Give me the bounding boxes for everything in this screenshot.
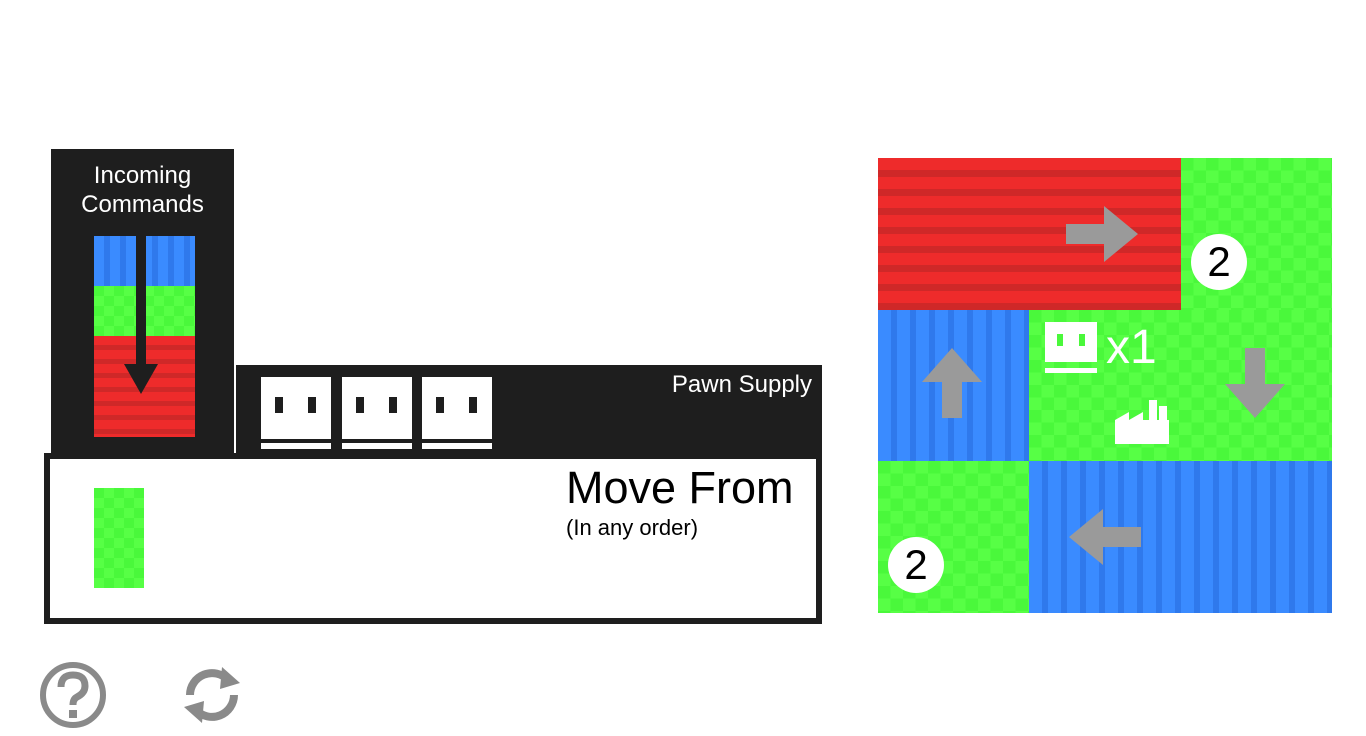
board-tile-blue[interactable] (878, 310, 1029, 461)
incoming-commands-title: Incoming Commands (51, 161, 234, 219)
move-from-title: Move From (566, 462, 794, 513)
move-card-green[interactable] (94, 488, 144, 588)
incoming-title-line1: Incoming (93, 162, 192, 189)
pawn-icon[interactable] (342, 377, 412, 449)
arrow-up-icon (922, 348, 982, 418)
board-tile-green[interactable]: 2 (878, 461, 1029, 613)
arrow-right-icon (1066, 206, 1138, 262)
board-tile-green-center[interactable]: x1 (1029, 310, 1332, 461)
arrow-left-icon (1069, 509, 1141, 565)
factory-icon (1115, 400, 1169, 444)
queue-down-arrow-icon (124, 236, 158, 394)
pawn-icon[interactable] (422, 377, 492, 449)
pawn-supply-label: Pawn Supply (671, 371, 812, 398)
count-badge: 2 (888, 537, 944, 593)
help-icon[interactable] (39, 661, 107, 729)
board-tile-red[interactable] (878, 158, 1181, 310)
command-queue (94, 236, 195, 437)
reset-icon[interactable] (178, 661, 246, 729)
move-from-subtitle: (In any order) (566, 515, 699, 540)
game-board: 2 x1 2 (878, 158, 1332, 613)
count-badge: 2 (1191, 234, 1247, 290)
pawn-icon[interactable] (261, 377, 331, 449)
incoming-title-line2: Commands (81, 191, 204, 218)
pawn-marker-icon (1045, 322, 1097, 373)
incoming-commands-panel: Incoming Commands (51, 149, 234, 453)
pawn-multiplier-label: x1 (1106, 321, 1157, 374)
board-tile-green[interactable]: 2 (1181, 158, 1332, 310)
pawn-supply-panel: Pawn Supply (236, 365, 822, 453)
arrow-down-icon (1225, 348, 1285, 418)
move-from-panel: Move From (In any order) (44, 453, 822, 624)
board-tile-blue[interactable] (1029, 461, 1332, 613)
